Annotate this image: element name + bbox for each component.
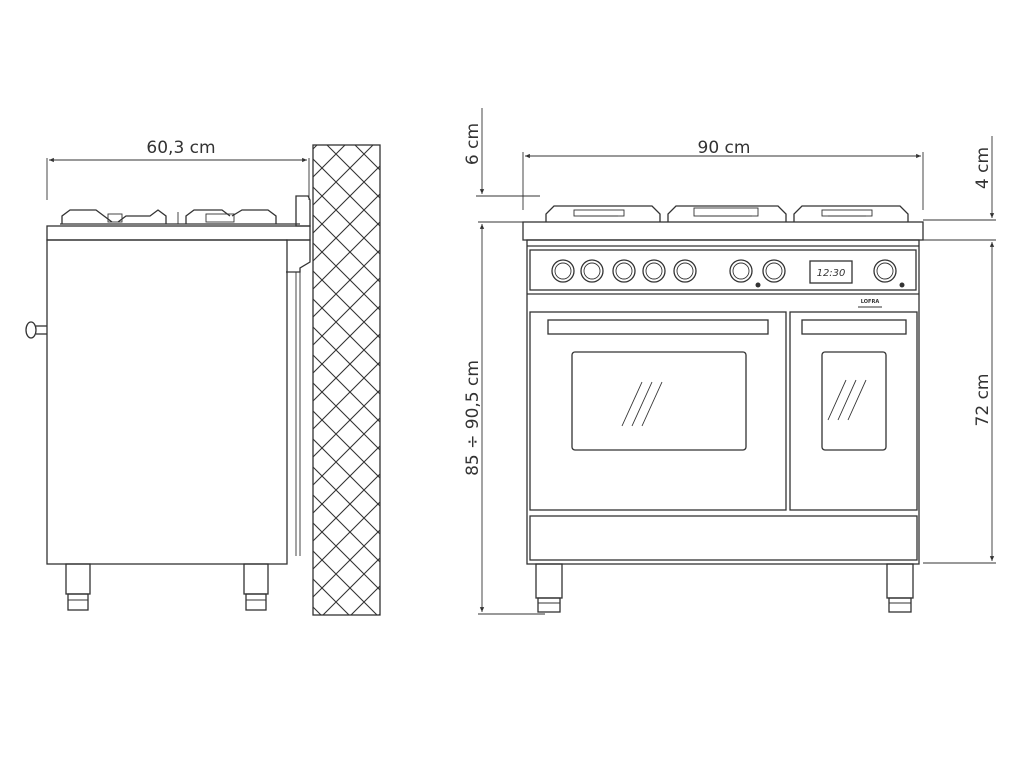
front-burner-grates: [545, 205, 909, 222]
total-height-dimension: 85 ÷ 90,5 cm: [463, 221, 545, 615]
side-burner-grates: [60, 209, 300, 225]
front-body: [526, 239, 920, 565]
front-feet: [535, 563, 914, 613]
clock-time: 12:30: [817, 268, 846, 279]
side-view: 60,3 cm: [25, 138, 311, 611]
front-view: 90 cm 6 cm 4 cm 85 ÷ 90,5 cm 72 cm: [463, 108, 996, 615]
side-feet: [65, 563, 269, 611]
burner-knob-icon: [551, 259, 697, 283]
side-rear-duct: [286, 239, 311, 273]
side-body: [46, 239, 288, 565]
front-worktop: [522, 221, 924, 241]
side-knob-icon: [25, 321, 47, 339]
side-worktop: [46, 225, 311, 241]
control-panel: 12:30 LOFRA: [527, 245, 919, 308]
clock-display: 12:30: [809, 260, 853, 284]
oven-knob-icon: [729, 259, 905, 288]
body-height-label: 72 cm: [973, 374, 993, 427]
hob-clearance-label: 6 cm: [463, 123, 483, 165]
top-thickness-label: 4 cm: [973, 147, 993, 189]
side-depth-dimension: 60,3 cm: [46, 138, 310, 200]
front-width-label: 90 cm: [698, 138, 751, 158]
main-oven-door: [529, 311, 787, 511]
top-thickness-dimension: 4 cm: [923, 136, 996, 221]
brand-badge: LOFRA: [858, 299, 882, 308]
secondary-oven-door: [789, 311, 918, 511]
storage-drawer: [529, 515, 918, 561]
total-height-label: 85 ÷ 90,5 cm: [463, 360, 483, 476]
front-width-dimension: 90 cm: [522, 138, 924, 210]
side-backsplash: [295, 195, 311, 227]
hob-clearance-dimension: 6 cm: [463, 108, 540, 197]
brand-name: LOFRA: [861, 299, 880, 305]
wall-hatch: [312, 144, 381, 616]
side-depth-label: 60,3 cm: [146, 138, 215, 158]
body-height-dimension: 72 cm: [923, 239, 996, 564]
